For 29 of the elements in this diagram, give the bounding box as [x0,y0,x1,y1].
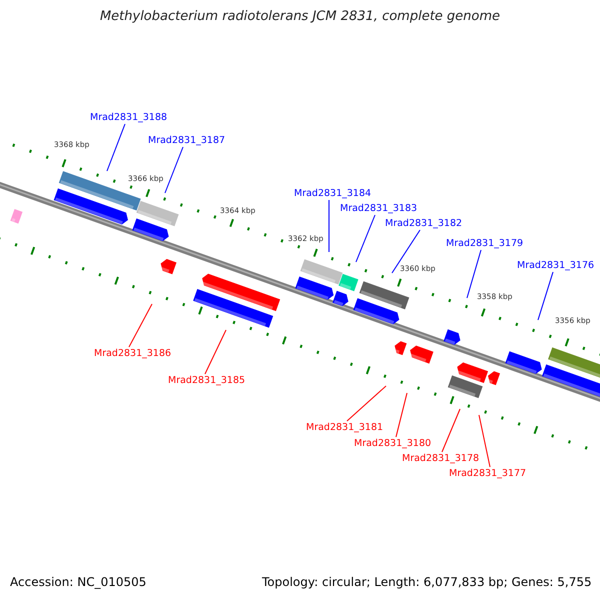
gene-label: Mrad2831_3184 [294,187,372,200]
gene-label: Mrad2831_3180 [354,437,432,450]
gene-label: Mrad2831_3186 [94,347,172,360]
gene-label: Mrad2831_3187 [148,134,226,147]
leader-line [466,250,482,298]
gene-label: Mrad2831_3179 [446,237,524,250]
footer-text: Accession: NC_010505 [10,576,146,589]
gene-label: Mrad2831_3182 [385,217,462,230]
title: Methylobacterium radiotolerans JCM 2831, complete genome [98,10,502,23]
gene-label: Mrad2831_3181 [306,421,384,434]
leader-line [538,272,554,320]
footer-text: Topology: circular; Length: 6,077,833 bp; Genes: 5,755 [262,576,592,589]
gene-label: Mrad2831_3188 [90,111,168,124]
leader-line [392,230,420,274]
leader-line [442,408,460,452]
gene-label: Mrad2831_3183 [340,202,418,215]
leader-line [106,124,126,172]
leader-line [204,330,226,374]
leader-line [164,146,184,194]
gene-label: Mrad2831_3185 [168,374,246,387]
leader-line [356,214,376,262]
leader-line [478,414,490,468]
leader-line [346,386,386,422]
leader-line [396,392,408,438]
leader-line [328,200,330,252]
gene-label: Mrad2831_3177 [449,467,526,480]
gene-label: Mrad2831_3178 [402,452,480,465]
gene-label: Mrad2831_3176 [517,259,594,272]
leader-line [128,304,152,348]
